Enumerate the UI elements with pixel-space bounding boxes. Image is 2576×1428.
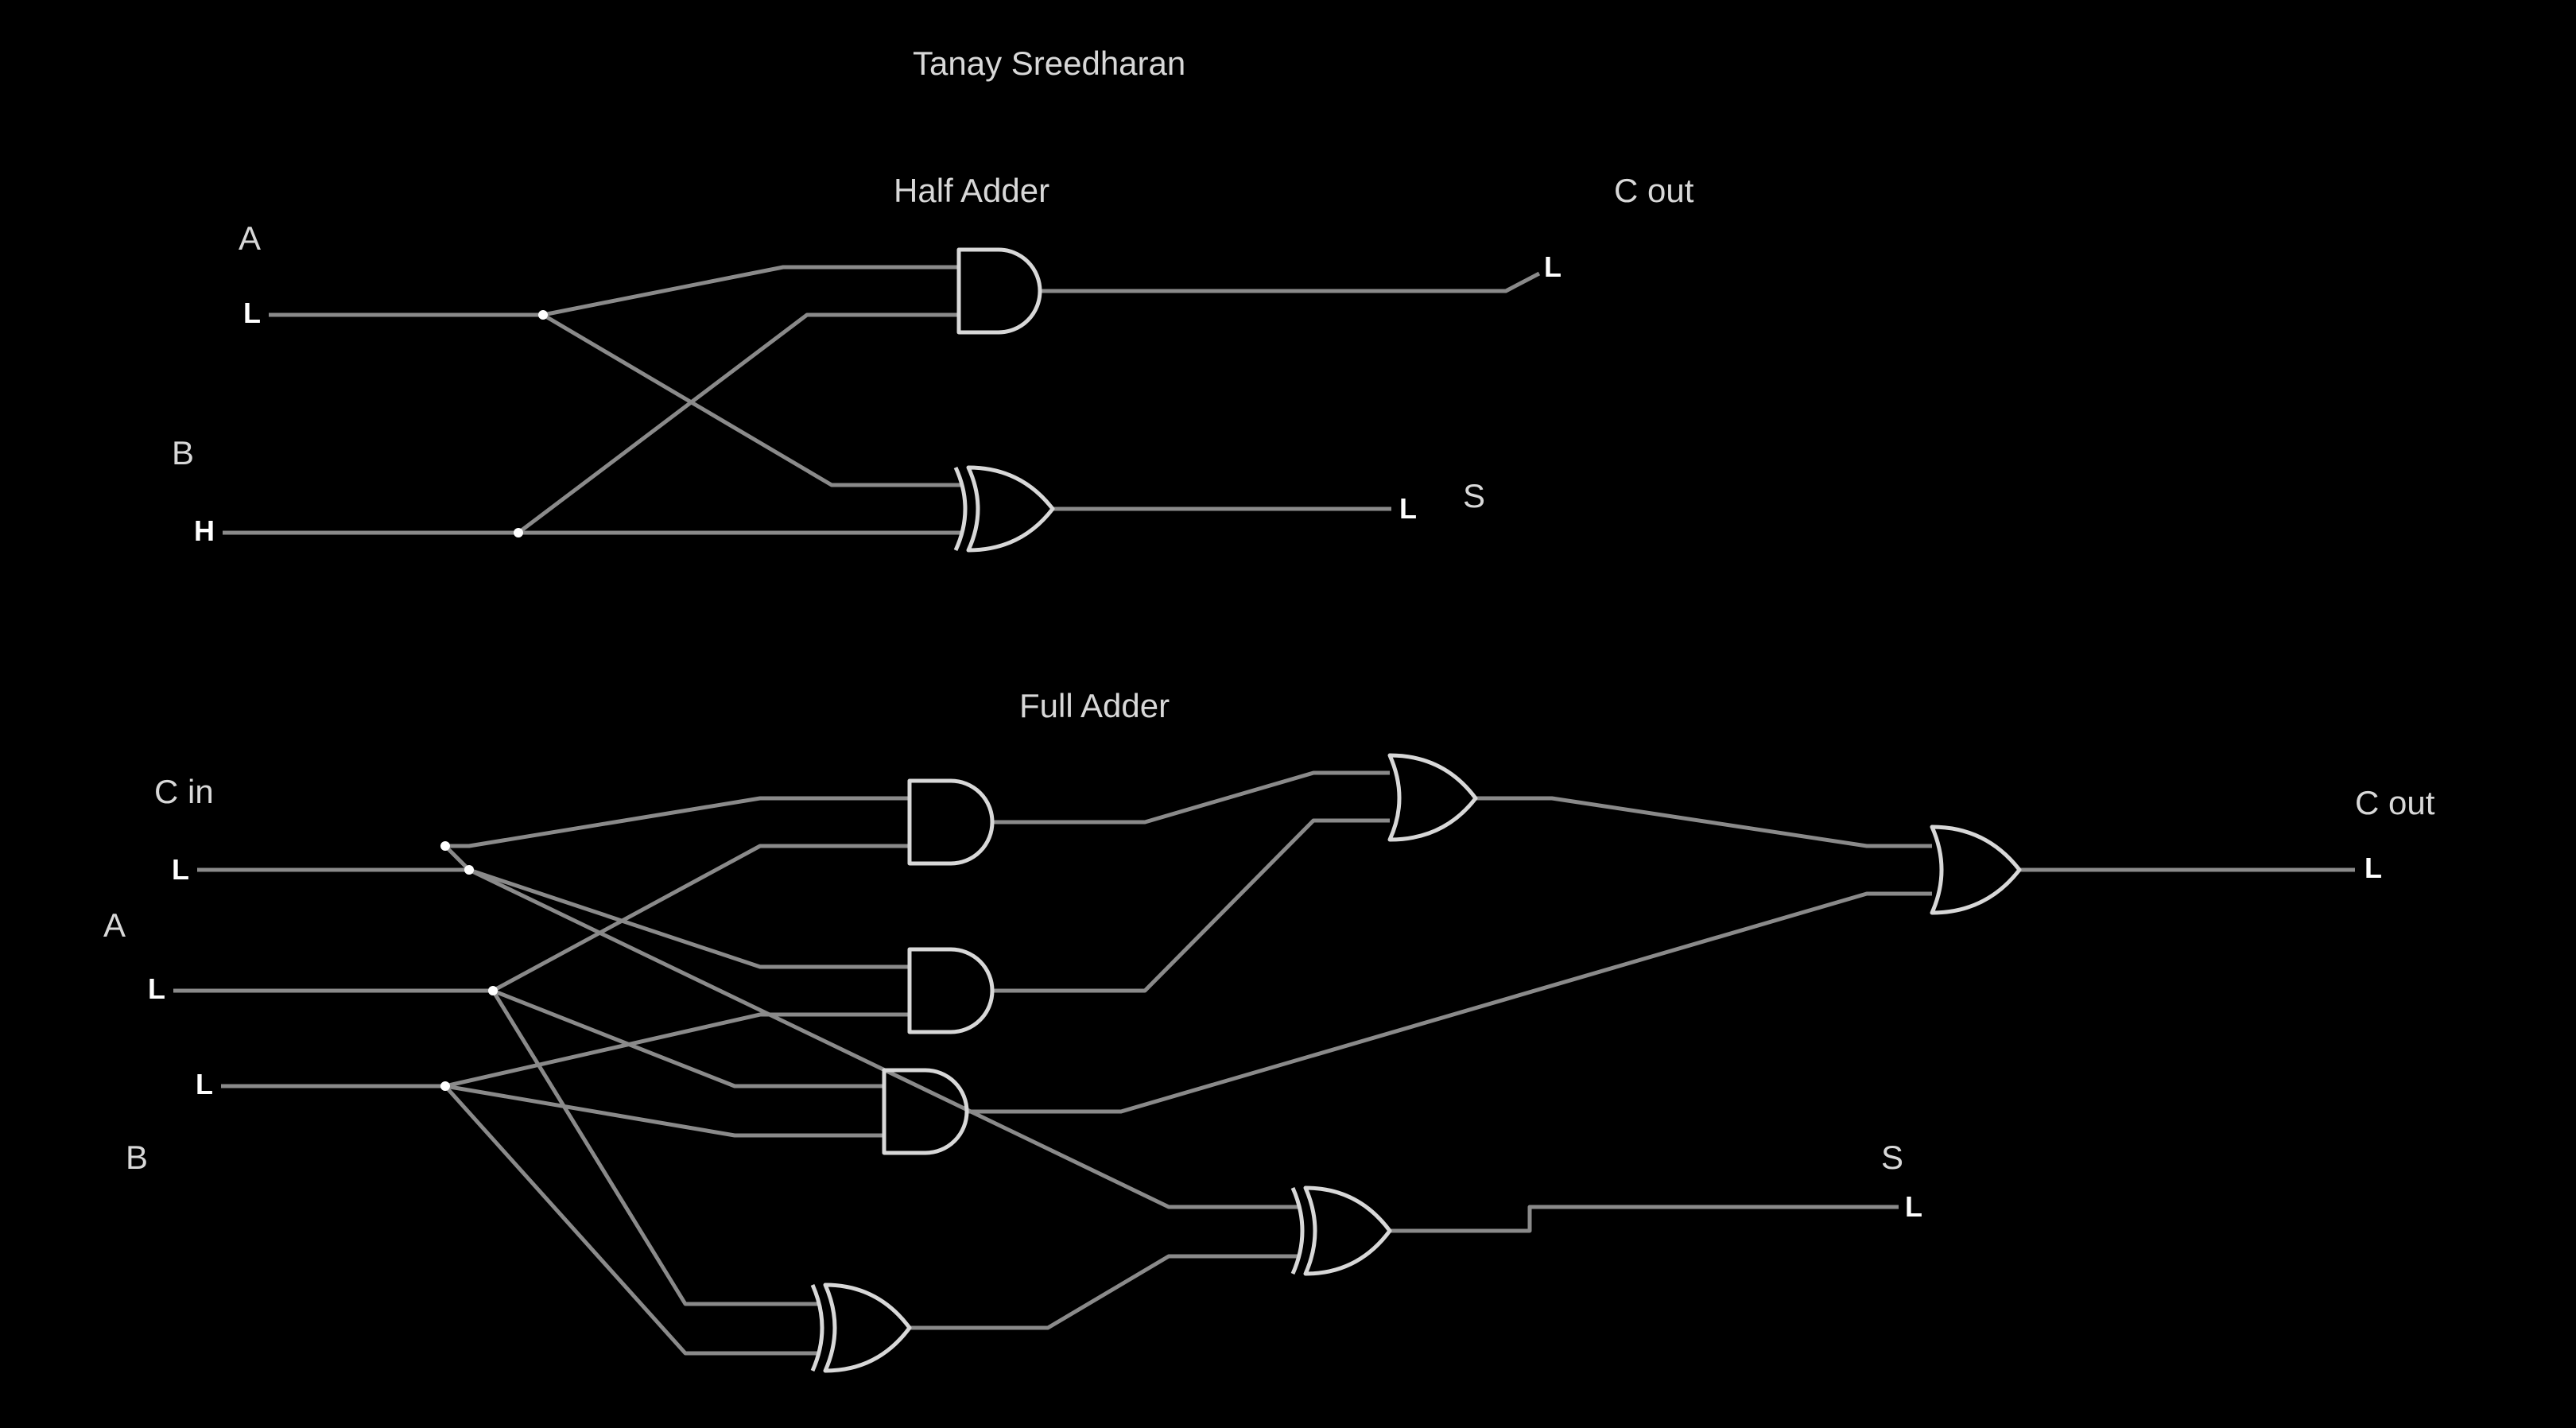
half-adder: A L B H C out L S L [172, 172, 1694, 553]
fa-wire-b-to-and3 [444, 1084, 884, 1138]
ha-junction-a [538, 310, 548, 320]
fa-or-gate-2 [1930, 825, 2022, 915]
fa-junction-a [488, 986, 498, 995]
fa-carry-out-probe: L [2365, 852, 2382, 884]
page-title: Tanay Sreedharan [913, 45, 1185, 82]
fa-junction-b [440, 1081, 450, 1091]
half-adder-heading: Half Adder [894, 172, 1049, 209]
fa-wire-sum-out [1390, 1205, 1899, 1233]
full-adder-heading: Full Adder [1019, 687, 1170, 724]
ha-wire-a-to-and [542, 265, 959, 317]
ha-xor-gate [953, 465, 1055, 553]
fa-wire-xor1-to-xor2 [908, 1254, 1299, 1330]
fa-xor-gate-1 [810, 1282, 912, 1373]
fa-xor-gate-2 [1290, 1185, 1392, 1276]
ha-input-b-toggle[interactable]: H [194, 514, 215, 547]
ha-sum-probe: L [1399, 492, 1417, 525]
fa-carry-out-label: C out [2355, 784, 2435, 821]
ha-wire-carry-out [1040, 271, 1541, 293]
fa-input-a-label: A [103, 906, 126, 944]
fa-wire-b-to-and2 [444, 1012, 910, 1088]
fa-wire-b-to-xor1 [444, 1085, 819, 1356]
ha-junction-b [514, 528, 523, 537]
fa-junction-cin-b [464, 865, 474, 875]
ha-and-gate [956, 247, 1042, 335]
fa-or-gate-1 [1387, 753, 1478, 842]
ha-sum-label: S [1463, 477, 1485, 514]
full-adder: C in L A L L B C out L S L [103, 753, 2435, 1373]
fa-wire-cin-branch [443, 796, 910, 871]
fa-and-gate-2 [907, 947, 995, 1034]
ha-carry-out-probe: L [1544, 250, 1562, 283]
ha-wire-b-to-and [517, 312, 959, 534]
fa-sum-probe: L [1905, 1190, 1922, 1223]
fa-wire-or1-to-or2 [1474, 796, 1932, 848]
fa-and-gate-3 [882, 1068, 969, 1155]
ha-input-a-label: A [239, 219, 261, 257]
fa-junction-cin-a [440, 841, 450, 851]
fa-input-a-toggle[interactable]: L [148, 972, 165, 1005]
ha-carry-out-label: C out [1614, 172, 1694, 209]
ha-wire-a-to-xor [541, 312, 962, 487]
fa-sum-label: S [1881, 1139, 1903, 1176]
fa-wire-a-to-and1 [491, 844, 910, 993]
fa-wire-a-to-and3 [492, 988, 884, 1088]
fa-wire-a-to-xor1 [491, 989, 819, 1306]
fa-wire-and3-to-or2 [968, 891, 1932, 1114]
fa-carry-in-label: C in [154, 773, 214, 810]
fa-input-b-toggle[interactable]: L [196, 1068, 213, 1100]
ha-input-a-toggle[interactable]: L [243, 297, 261, 329]
fa-wire-and2-to-or1 [994, 818, 1390, 993]
fa-and-gate-1 [907, 778, 995, 866]
fa-wire-cin-to-xor2 [467, 867, 1299, 1209]
fa-wire-cin-to-and2 [468, 867, 910, 969]
ha-input-b-label: B [172, 434, 194, 471]
fa-wire-and1-to-or1 [994, 770, 1390, 825]
fa-carry-in-toggle[interactable]: L [172, 853, 189, 886]
fa-input-b-label: B [126, 1139, 148, 1176]
